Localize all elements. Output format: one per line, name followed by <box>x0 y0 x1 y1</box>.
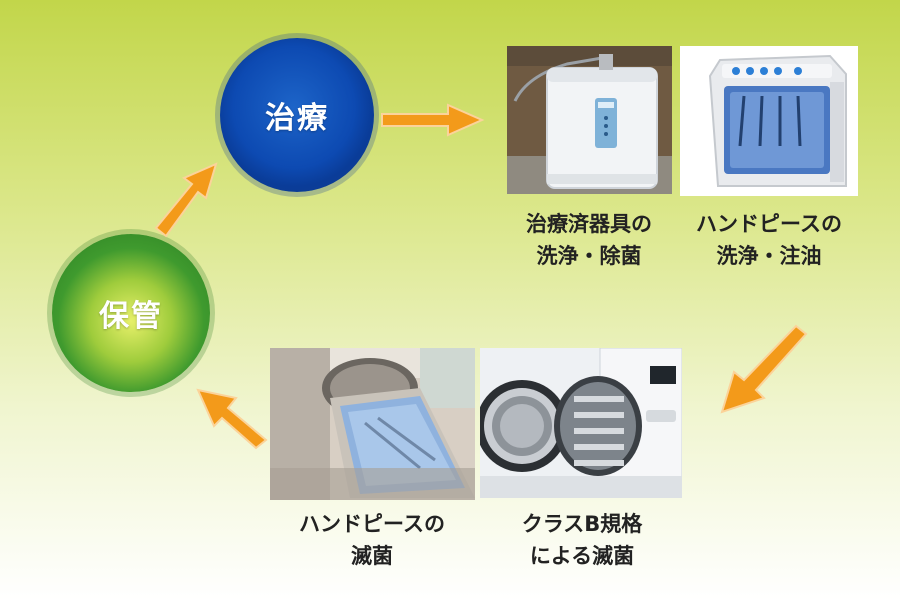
caption-line: 治療済器具の <box>526 212 652 236</box>
storage-circle: 保管 <box>52 234 210 392</box>
caption-line: 洗浄・除菌 <box>536 244 642 268</box>
treatment-circle: 治療 <box>220 38 374 192</box>
caption-line: による滅菌 <box>529 544 635 568</box>
class-b-autoclave-photo <box>480 348 682 498</box>
washer-disinfector-photo <box>507 46 672 194</box>
step-caption-handpiece-sterilization: ハンドピースの 滅菌 <box>272 508 472 572</box>
handpiece-maintenance-photo <box>680 46 858 196</box>
caption-line: 洗浄・注油 <box>716 244 822 268</box>
handpiece-sterilization-photo <box>270 348 475 500</box>
step-caption-class-b-sterilization: クラスB規格 による滅菌 <box>484 508 680 572</box>
caption-line: ハンドピースの <box>299 512 445 536</box>
step-caption-instrument-washing: 治療済器具の 洗浄・除菌 <box>500 208 678 272</box>
treatment-label: 治療 <box>265 101 329 136</box>
caption-line: 滅菌 <box>351 544 393 568</box>
caption-line: クラスB規格 <box>521 512 643 536</box>
storage-label: 保管 <box>99 299 163 334</box>
arrow-down-left-icon <box>720 324 808 414</box>
caption-line: ハンドピースの <box>696 212 842 236</box>
arrow-right-icon <box>381 103 485 137</box>
arrow-left-up-icon <box>196 388 268 450</box>
step-caption-handpiece-washing: ハンドピースの 洗浄・注油 <box>680 208 858 272</box>
arrow-up-right-icon <box>154 162 218 238</box>
